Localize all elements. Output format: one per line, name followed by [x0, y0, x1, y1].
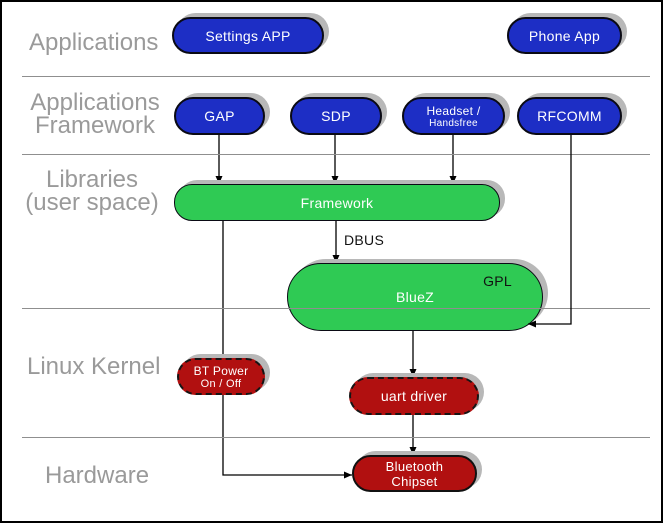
node-bluetooth-chipset-label-line1: Bluetooth	[385, 458, 444, 474]
layer-label-libraries: Libraries (user space)	[12, 166, 172, 216]
node-sdp: SDP	[290, 97, 382, 135]
layer-label-applications-framework-line1: Applications	[30, 89, 160, 116]
divider-framework-libraries	[22, 154, 650, 155]
layer-label-applications: Applications	[29, 29, 159, 56]
divider-kernel-hardware	[22, 437, 650, 438]
node-headset-handsfree: Headset / Handsfree	[402, 97, 505, 135]
node-gap-label: GAP	[204, 108, 235, 124]
node-sdp-label: SDP	[321, 108, 351, 124]
layer-label-applications-framework: Applications Framework	[20, 89, 170, 139]
layer-label-applications-framework-line2: Framework	[34, 112, 155, 139]
node-rfcomm-label: RFCOMM	[537, 108, 602, 124]
divider-libraries-kernel	[22, 308, 650, 309]
bluez-gpl-badge: GPL	[483, 273, 512, 289]
node-settings-app-label: Settings APP	[205, 27, 291, 44]
node-bluez: BlueZ GPL	[287, 263, 543, 331]
layer-label-libraries-line2: (user space)	[25, 189, 159, 216]
node-bt-power-on-off: BT Power On / Off	[177, 358, 265, 395]
layer-label-linux-kernel: Linux Kernel	[27, 353, 161, 380]
layer-label-hardware-text: Hardware	[45, 462, 150, 489]
node-bt-power-label-line1: BT Power	[193, 363, 249, 378]
node-phone-app-label: Phone App	[528, 27, 601, 44]
node-bluez-label: BlueZ	[395, 289, 435, 305]
node-bluetooth-chipset: Bluetooth Chipset	[352, 455, 477, 492]
node-framework: Framework	[174, 184, 500, 221]
node-uart-driver-label: uart driver	[380, 388, 448, 404]
layer-label-libraries-line1: Libraries	[45, 166, 139, 193]
node-uart-driver: uart driver	[349, 377, 479, 415]
node-gap: GAP	[174, 97, 265, 135]
node-headset-label-line1: Headset /	[426, 103, 481, 118]
node-phone-app: Phone App	[507, 17, 622, 54]
layer-label-hardware: Hardware	[45, 462, 150, 489]
node-headset-label-line2: Handsfree	[429, 117, 478, 129]
node-bt-power-label-line2: On / Off	[200, 377, 242, 390]
layer-label-applications-text: Applications	[29, 29, 159, 56]
layer-label-linux-kernel-text: Linux Kernel	[27, 353, 161, 380]
edge-label-dbus: DBUS	[344, 232, 384, 248]
divider-applications-framework	[22, 76, 650, 77]
edge-label-dbus-text: DBUS	[344, 232, 385, 248]
node-rfcomm: RFCOMM	[517, 97, 622, 135]
node-bluetooth-chipset-label-line2: Chipset	[391, 473, 438, 489]
node-framework-label: Framework	[300, 194, 374, 211]
node-settings-app: Settings APP	[172, 17, 324, 54]
